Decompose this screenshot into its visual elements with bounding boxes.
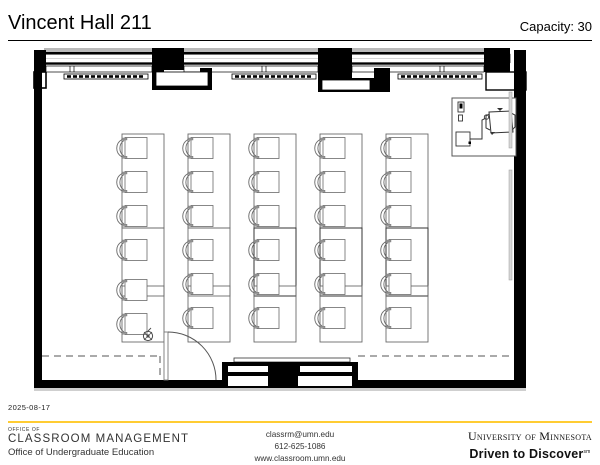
wall-pier	[484, 48, 510, 70]
seat-column	[248, 133, 297, 343]
header-divider	[8, 40, 592, 41]
radiator-unit	[63, 73, 149, 80]
wall-pier	[318, 48, 352, 70]
office-subtitle: Office of Undergraduate Education	[8, 446, 155, 458]
floor-fill	[34, 50, 526, 388]
platform-edge	[42, 355, 514, 380]
south-vestibule	[222, 357, 358, 388]
contact-info: classrm@umn.edu 612-625-1086 www.classro…	[0, 429, 600, 465]
office-branding: OFFICE OF CLASSROOM MANAGEMENT Office of…	[8, 427, 190, 459]
page-title: Vincent Hall 211	[8, 12, 152, 34]
plan-footer: OFFICE OF CLASSROOM MANAGEMENT Office of…	[0, 425, 600, 464]
date-stamp: 2025-08-17	[8, 403, 51, 412]
entry-door	[163, 331, 217, 381]
wheelchair-symbol	[142, 327, 154, 342]
seat-column	[380, 133, 429, 343]
instructor-chair	[485, 108, 516, 135]
capacity-label: Capacity: 30	[519, 19, 592, 34]
marker-board	[508, 169, 513, 281]
footer-accent-rule	[8, 421, 592, 423]
university-name: University of Minnesota	[467, 429, 592, 443]
radiator-unit	[231, 73, 317, 80]
office-name: CLASSROOM MANAGEMENT	[8, 432, 190, 445]
floor-plan	[0, 42, 600, 400]
office-kicker: OFFICE OF	[8, 427, 41, 433]
university-tagline: Driven to Discoversm	[468, 446, 592, 462]
east-wall	[514, 50, 526, 388]
north-wall	[43, 48, 511, 70]
contact-email[interactable]: classrm@umn.edu	[265, 430, 335, 439]
seat-column	[182, 133, 231, 343]
north-alcove-left	[152, 68, 212, 90]
wall-pier	[152, 48, 184, 70]
contact-website[interactable]: www.classroom.umn.edu	[254, 453, 346, 463]
south-wall-shadow	[34, 388, 526, 391]
contact-phone: 612-625-1086	[274, 441, 326, 451]
tagline-text: Driven to Discover	[469, 446, 584, 461]
seat-column	[314, 133, 363, 343]
marker-board	[508, 91, 513, 149]
window-band	[45, 65, 485, 73]
radiator-unit	[397, 73, 483, 80]
tagline-mark: sm	[583, 448, 591, 455]
plan-header: Vincent Hall 211 Capacity: 30	[0, 0, 600, 42]
seat-column	[116, 133, 165, 343]
floor-plan-drawing	[33, 48, 527, 391]
university-branding: University of Minnesota Driven to Discov…	[468, 429, 592, 462]
west-wall	[34, 72, 42, 388]
mechanical-chase	[318, 68, 390, 92]
